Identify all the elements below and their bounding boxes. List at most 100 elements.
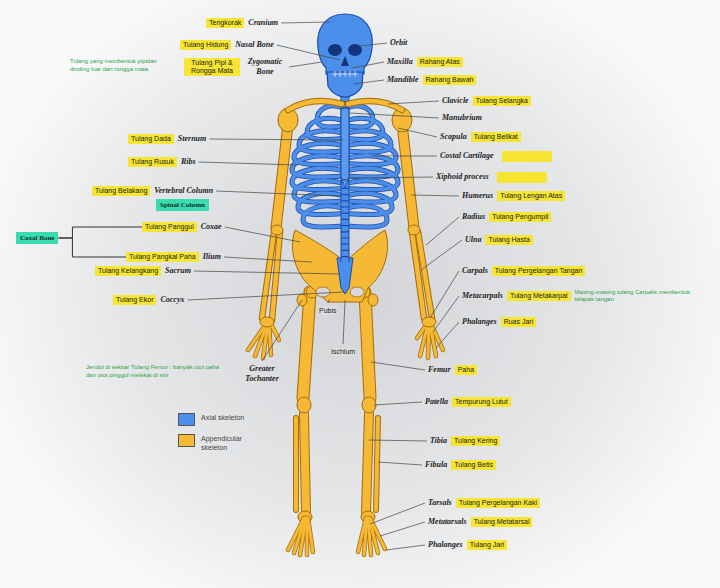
leader-line	[354, 80, 384, 84]
leader-line	[328, 299, 330, 303]
highlight-label-box: Tulang Metatarsal	[471, 517, 533, 527]
box-text: Rahang Bawah	[426, 76, 474, 84]
box-text: Tulang Selangka	[476, 97, 528, 105]
leader-line	[187, 292, 344, 300]
highlight-label-box: Tulang Selangka	[473, 96, 531, 106]
note-text: Masing-masing tulang Carpalis membentuk …	[575, 289, 695, 304]
leader-line	[352, 62, 384, 68]
highlight-label-box: Tulang Pipi & Rongga Mata	[184, 58, 240, 76]
leader-line	[372, 156, 437, 157]
box-text: Tulang Pipi & Rongga Mata	[187, 59, 237, 75]
highlight-label-box: Rahang Bawah	[423, 75, 477, 85]
leader-line	[370, 503, 425, 524]
latin-name: Patella	[425, 397, 448, 407]
leader-line	[262, 300, 302, 361]
highlight-label-box: Tulang Pengumpil	[489, 212, 551, 222]
box-text: Tulang Pergelangan Kaki	[459, 499, 537, 507]
box-text: Tulang Panggul	[145, 223, 194, 231]
latin-name: Costal Cartilage	[440, 151, 494, 161]
latin-name: Maxilla	[387, 57, 413, 67]
leader-line	[216, 191, 341, 196]
legend-text: Axial skeleton	[201, 413, 247, 422]
box-text: Tulang Pangkal Paha	[129, 253, 196, 261]
latin-name: Zygomatic Bone	[244, 57, 286, 77]
teal-label-box: Coxal Bone	[16, 232, 58, 244]
legend-row: Appendicular skeleton	[178, 434, 247, 452]
latin-name: Fibula	[425, 460, 447, 470]
latin-name: Metatarsals	[428, 517, 467, 527]
latin-name: Nasal Bone	[235, 40, 273, 50]
highlight-label-box: Tengkorak	[206, 18, 244, 28]
latin-name: Ribs	[181, 157, 196, 167]
leader-line	[277, 45, 340, 60]
empty-highlight	[497, 172, 547, 183]
box-text: Tempurung Lutut	[455, 398, 508, 406]
part-label: Pubis	[318, 306, 338, 315]
latin-name: Cranium	[248, 18, 278, 28]
box-text: Rahang Atas	[420, 58, 460, 66]
leader-line	[360, 43, 387, 46]
note-text: Jendol di sekitar Tulang Femur : banyak …	[86, 364, 221, 379]
bracket-connector	[58, 238, 126, 257]
part-label: Ischium	[330, 347, 356, 356]
latin-name: Greater Tochanter	[238, 364, 286, 384]
latin-name: Humerus	[462, 191, 493, 201]
highlight-label-box: Tulang Belikat	[471, 132, 521, 142]
latin-name: Coccyx	[160, 295, 184, 305]
teal-label-box: Spinal Column	[156, 199, 209, 211]
leader-line	[289, 62, 322, 67]
leader-line	[369, 440, 427, 441]
legend-swatch	[178, 434, 195, 447]
empty-highlight	[502, 151, 552, 162]
highlight-label-box: Tulang Kelangkang	[95, 266, 161, 276]
highlight-label-box: Paha	[455, 365, 477, 375]
latin-name: Scapula	[440, 132, 467, 142]
latin-name: Phalanges	[462, 317, 497, 327]
leader-line	[374, 402, 422, 405]
box-text: Tulang Belikat	[474, 133, 518, 141]
leader-line	[398, 128, 437, 137]
latin-name: Radius	[462, 212, 485, 222]
leader-line	[411, 195, 459, 196]
highlight-label-box: Tulang Hidung	[180, 40, 231, 50]
latin-name: Clavicle	[442, 96, 469, 106]
box-text: Tulang Metakarpal	[510, 292, 568, 300]
highlight-label-box: Tulang Betis	[451, 460, 496, 470]
box-text: Tulang Betis	[454, 461, 493, 469]
highlight-label-box: Tempurung Lutut	[452, 397, 511, 407]
box-text: Tulang Kering	[454, 437, 497, 445]
latin-name: Sternum	[178, 134, 206, 144]
leader-line	[388, 101, 439, 104]
latin-name: Metacarpals	[462, 291, 503, 301]
highlight-label-box: Tulang Jari	[467, 540, 507, 550]
highlight-label-box: Tulang Panggul	[142, 222, 197, 232]
leader-line	[281, 22, 330, 23]
leader-line	[386, 545, 425, 550]
leader-line	[426, 217, 459, 245]
latin-name: Carpals	[462, 266, 488, 276]
box-text: Tulang Metatarsal	[474, 518, 530, 526]
box-text: Ruas Jari	[504, 318, 534, 326]
latin-name: Vertebral Column	[154, 186, 213, 196]
bracket-connector	[58, 227, 142, 238]
legend-swatch	[178, 413, 195, 426]
leader-line	[224, 257, 312, 262]
legend-row: Axial skeleton	[178, 413, 247, 426]
leader-line	[378, 462, 422, 465]
latin-name: Ilium	[203, 252, 221, 262]
box-text: Tulang Pergelangan Tangan	[495, 267, 583, 275]
leader-line	[343, 300, 345, 344]
latin-name: Femur	[428, 365, 451, 375]
latin-name: Tarsals	[428, 498, 452, 508]
latin-name: Sacrum	[165, 266, 191, 276]
legend-text: Appendicular skeleton	[201, 434, 247, 452]
box-text: Tulang Hidung	[183, 41, 228, 49]
box-text: Tulang Dada	[131, 135, 171, 143]
highlight-label-box: Tulang Lengan Atas	[497, 191, 565, 201]
highlight-label-box: Tulang Pergelangan Tangan	[492, 266, 586, 276]
leader-line	[348, 177, 433, 178]
highlight-label-box: Tulang Ekor	[113, 295, 156, 305]
latin-name: Coxae	[201, 222, 222, 232]
box-text: Tengkorak	[209, 19, 241, 27]
highlight-label-box: Rahang Atas	[417, 57, 463, 67]
